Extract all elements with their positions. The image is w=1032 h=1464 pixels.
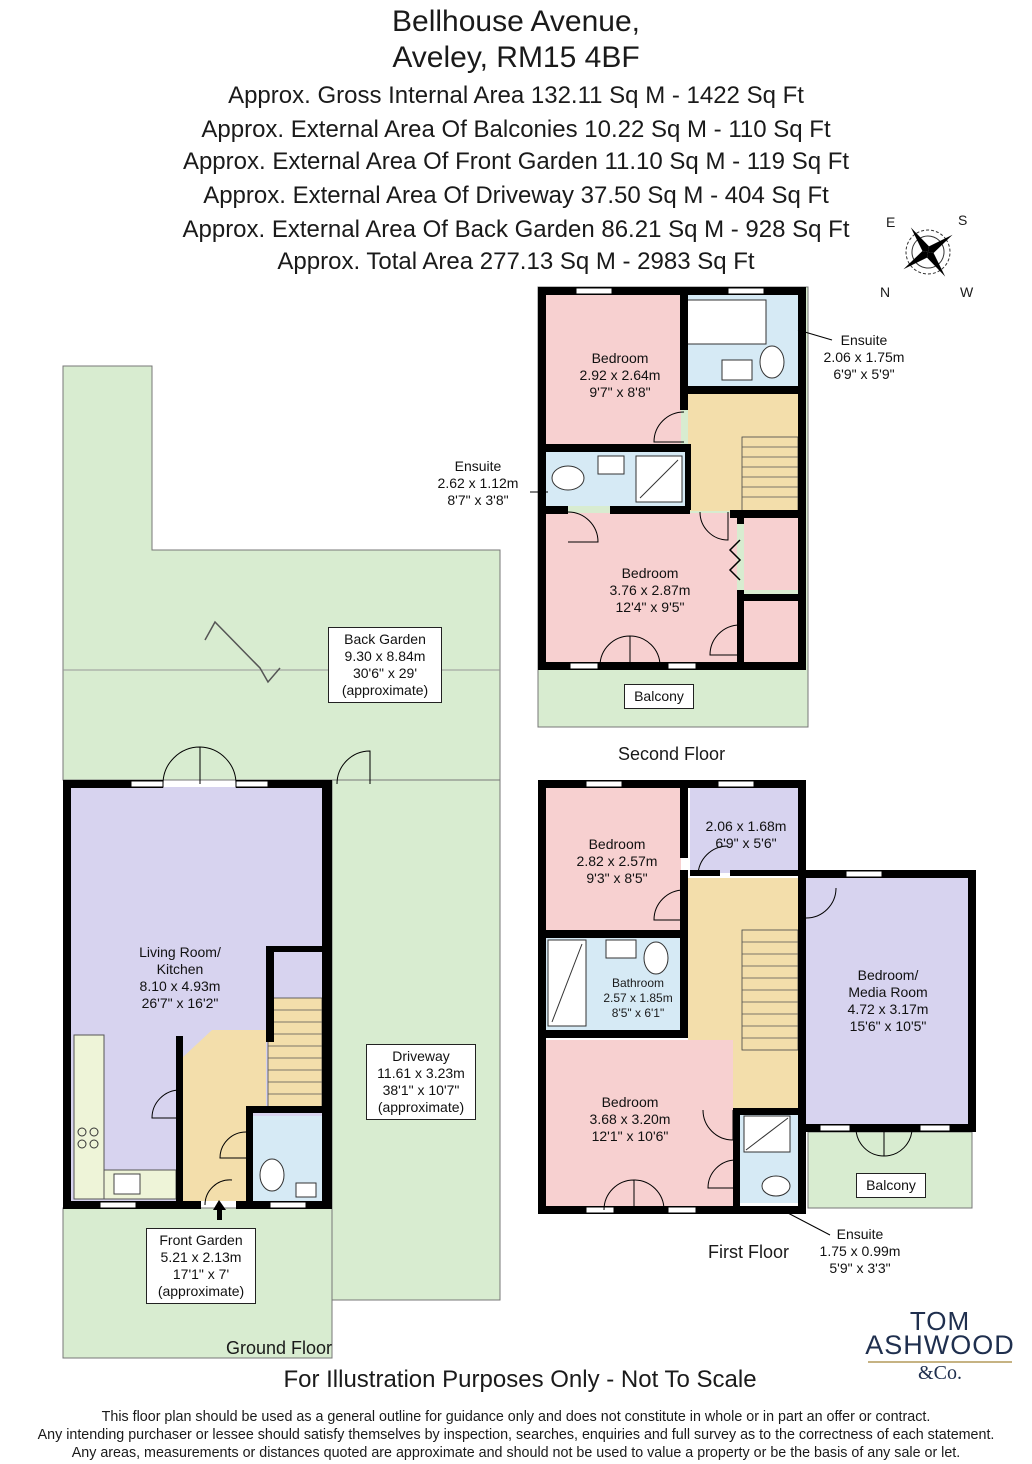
compass-label-w: W	[960, 284, 974, 300]
ff-media-room-area	[806, 878, 968, 1126]
back-garden-area	[62, 365, 501, 781]
back-garden-label: Back Garden 9.30 x 8.84m 30'6" x 29' (ap…	[328, 627, 442, 703]
first-floor-title: First Floor	[708, 1242, 789, 1262]
ff-bedroom-bottom-label: Bedroom 3.68 x 3.20m 12'1" x 10'6"	[589, 1094, 671, 1144]
sf-bedroom-main-label: Bedroom 3.76 x 2.87m 12'4" x 9'5"	[609, 565, 691, 615]
sf-ensuite-right-label: Ensuite 2.06 x 1.75m 6'9" x 5'9"	[823, 332, 905, 382]
disclaimer-line-1: This floor plan should be used as a gene…	[101, 1409, 931, 1425]
disclaimer-line-2: Any intending purchaser or lessee should…	[37, 1427, 995, 1443]
front-garden-label: Front Garden 5.21 x 2.13m 17'1" x 7' (ap…	[146, 1228, 256, 1304]
address-street: Bellhouse Avenue,	[392, 5, 640, 38]
ff-store-area	[690, 785, 800, 873]
company-logo-suffix: &Co.	[918, 1362, 962, 1384]
sf-bedroom-top-area	[545, 294, 681, 444]
driveway-label: Driveway 11.61 x 3.23m 38'1" x 10'7" (ap…	[366, 1044, 476, 1120]
compass-label-e: E	[886, 214, 896, 230]
ff-ensuite-label: Ensuite 1.75 x 0.99m 5'9" x 3'3"	[819, 1226, 901, 1276]
address-town: Aveley, RM15 4BF	[392, 41, 640, 74]
area-front-garden: Approx. External Area Of Front Garden 11…	[182, 148, 850, 175]
ff-bedroom-bottom-area	[545, 1040, 733, 1206]
compass-label-s: S	[958, 212, 968, 228]
ground-floor-plan	[62, 365, 501, 1359]
sf-bedroom-top-label: Bedroom 2.92 x 2.64m 9'7" x 8'8"	[579, 350, 661, 400]
ground-floor-title: Ground Floor	[226, 1338, 333, 1358]
second-floor-title: Second Floor	[618, 744, 726, 764]
company-logo-name: ASHWOOD	[865, 1330, 1015, 1360]
sf-balcony-label: Balcony	[624, 684, 694, 709]
compass-label-n: N	[880, 284, 891, 300]
sf-ensuite-left-label: Ensuite 2.62 x 1.12m 8'7" x 3'8"	[437, 458, 519, 508]
area-gross-internal: Approx. Gross Internal Area 132.11 Sq M …	[228, 82, 804, 109]
garden-zigzag	[204, 620, 281, 684]
compass-rose-icon	[903, 227, 953, 277]
illustration-notice: For Illustration Purposes Only - Not To …	[283, 1366, 757, 1393]
ff-bedroom-top-label: Bedroom 2.82 x 2.57m 9'3" x 8'5"	[576, 836, 658, 886]
area-back-garden: Approx. External Area Of Back Garden 86.…	[182, 216, 850, 243]
ff-store-label: 2.06 x 1.68m 6'9" x 5'6"	[705, 818, 787, 851]
driveway-area	[331, 779, 501, 1301]
area-total: Approx. Total Area 277.13 Sq M - 2983 Sq…	[277, 248, 755, 275]
first-floor-plan	[538, 780, 976, 1236]
entrance-arrow-icon	[213, 1200, 226, 1220]
kitchen-counter	[73, 1034, 105, 1200]
living-room-label: Living Room/ Kitchen 8.10 x 4.93m 26'7" …	[139, 944, 221, 1011]
ff-bathroom-label: Bathroom 2.57 x 1.85m 8'5" x 6'1"	[603, 976, 673, 1020]
area-driveway: Approx. External Area Of Driveway 37.50 …	[203, 182, 829, 209]
ff-balcony-label: Balcony	[856, 1173, 926, 1198]
ground-stairs	[267, 997, 323, 1111]
sink	[113, 1173, 141, 1195]
ff-media-room-label: Bedroom/ Media Room 4.72 x 3.17m 15'6" x…	[847, 967, 929, 1034]
company-logo: TOM	[909, 1306, 971, 1336]
ff-bedroom-top-area	[545, 785, 681, 930]
area-balconies: Approx. External Area Of Balconies 10.22…	[201, 116, 831, 143]
disclaimer-line-3: Any areas, measurements or distances quo…	[71, 1445, 961, 1461]
